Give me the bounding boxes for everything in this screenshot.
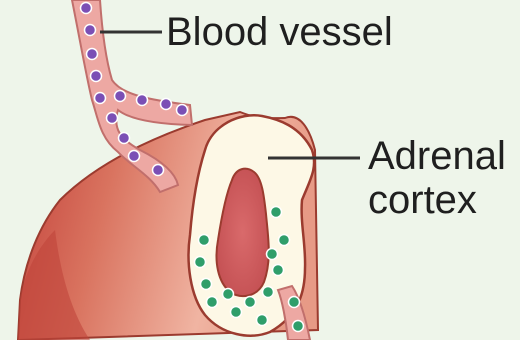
cortex-cell bbox=[231, 307, 242, 318]
blood-cell bbox=[81, 3, 92, 14]
cortex-cell bbox=[223, 289, 234, 300]
blood-cell bbox=[177, 105, 188, 116]
cortex-cell bbox=[267, 249, 278, 260]
blood-cell bbox=[87, 49, 98, 60]
cortex-cell bbox=[273, 265, 284, 276]
cortex-cell bbox=[199, 235, 210, 246]
cortex-cell bbox=[201, 279, 212, 290]
adrenal-cortex-label: Adrenal cortex bbox=[368, 134, 506, 222]
cortex-cell bbox=[207, 297, 218, 308]
blood-vessel-label: Blood vessel bbox=[166, 10, 393, 54]
blood-cell bbox=[107, 113, 118, 124]
cortex-cell bbox=[271, 207, 282, 218]
blood-cell bbox=[95, 93, 106, 104]
cortex-cell bbox=[263, 287, 274, 298]
cortex-cell bbox=[279, 235, 290, 246]
blood-cell bbox=[85, 25, 96, 36]
blood-cell bbox=[137, 95, 148, 106]
cortex-cell bbox=[289, 297, 300, 308]
adrenal-cortex-label-line2: cortex bbox=[368, 178, 506, 222]
blood-cell bbox=[91, 71, 102, 82]
cortex-cell bbox=[293, 321, 304, 332]
cortex-cell bbox=[257, 315, 268, 326]
blood-cell bbox=[119, 133, 130, 144]
blood-vessel-label-text: Blood vessel bbox=[166, 10, 393, 54]
blood-cell bbox=[161, 99, 172, 110]
blood-cell bbox=[153, 165, 164, 176]
cortex-cell bbox=[195, 257, 206, 268]
adrenal-cortex-label-line1: Adrenal bbox=[368, 134, 506, 178]
blood-cell bbox=[115, 91, 126, 102]
blood-cell bbox=[129, 151, 140, 162]
cortex-cell bbox=[245, 297, 256, 308]
